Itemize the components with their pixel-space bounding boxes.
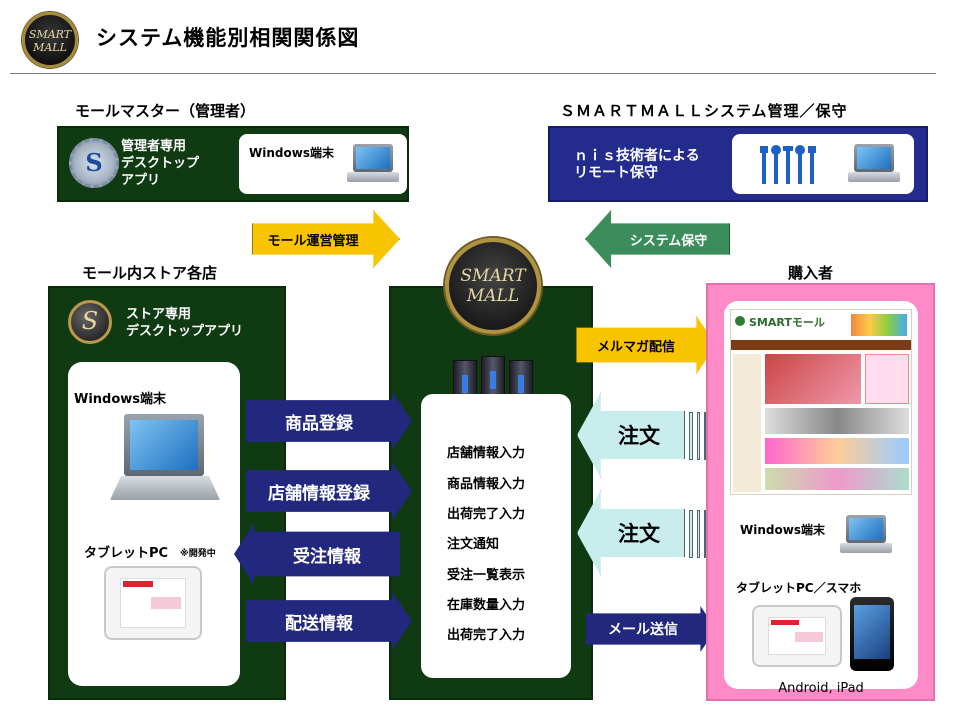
mail-mag-arrow: メルマガ配信 [576,316,716,374]
list-item: 注文通知 [447,537,500,552]
order-info-label: 受注情報 [293,546,361,567]
smartphone-icon [850,597,894,671]
mail-send-label: メール送信 [608,622,678,638]
store-reg-arrow: 店舗情報登録 [246,462,412,520]
buyer-section-label: 購入者 [788,264,834,282]
store-app-text: ストア専用 デスクトップアプリ [126,307,244,339]
tools-icon [760,144,822,186]
store-app-icon: S [68,300,112,344]
mail-send-arrow: メール送信 [586,606,716,652]
order-arrow-1: 注文 [577,392,715,478]
smartmall-server-panel: SMART MALL 店舗情報入力 商品情報入力 出荷完了入力 注文通知 受注一… [389,238,593,700]
system-maint-arrow: システム保守 [585,210,730,268]
store-reg-label: 店舗情報登録 [268,483,370,504]
mail-mag-label: メルマガ配信 [596,339,675,355]
ship-info-arrow: 配送情報 [246,592,412,650]
ship-info-label: 配送情報 [285,613,353,634]
logo-text-line2: MALL [33,41,67,54]
gear-icon: S [69,138,119,188]
center-logo: SMART MALL [445,238,541,334]
site-name: SMARTモール [749,316,825,329]
logo-text-line1: SMART [28,28,72,41]
system-admin-label: ＳＭＡＲＴＭＡＬＬシステム管理／保守 [560,102,848,120]
buyer-devices-card: SMARTモール Windows端末 タブレットPC／スマホ Androi [724,301,918,696]
buyer-panel: SMARTモール Windows端末 タブレットPC／スマホ Androi [706,283,935,701]
store-devices-card: Windows端末 タブレットPC ※開発中 [68,362,240,686]
order-arrow-2: 注文 [577,490,715,576]
list-item: 出荷完了入力 [447,628,526,643]
store-windows-label: Windows端末 [74,392,167,407]
list-item: 出荷完了入力 [447,507,526,522]
order-label-1: 注文 [618,424,660,448]
tablet-icon [104,566,202,640]
system-admin-box: ｎｉｓ技術者による リモート保守 [548,126,928,202]
mall-master-box: S 管理者専用 デスクトップ アプリ Windows端末 [57,126,409,202]
page-title: システム機能別相関関係図 [96,26,360,50]
maintenance-device-card [732,134,914,194]
store-section-label: モール内ストア各店 [82,264,218,282]
list-item: 在庫数量入力 [447,598,526,613]
tablet-icon [752,605,842,667]
title-divider [10,73,936,74]
shop-site-screenshot: SMARTモール [730,309,912,495]
order-label-2: 注文 [618,522,660,546]
product-reg-label: 商品登録 [285,413,353,434]
admin-windows-label: Windows端末 [249,146,334,160]
center-logo-line1: SMART [460,266,526,286]
list-item: 店舗情報入力 [447,446,526,461]
mall-ops-label: モール運営管理 [267,233,359,249]
laptop-icon [848,144,900,186]
store-tablet-label: タブレットPC [84,546,169,561]
list-item: 商品情報入力 [447,477,526,492]
laptop-icon [840,515,892,555]
mall-ops-arrow: モール運営管理 [252,210,400,268]
laptop-icon [110,414,220,506]
list-item: 受注一覧表示 [447,568,526,583]
laptop-icon [347,144,399,186]
mall-master-label: モールマスター（管理者） [75,102,256,120]
buyer-tablet-label: タブレットPC／スマホ [736,581,862,595]
order-info-arrow: 受注情報 [234,523,400,585]
remote-maintenance-text: ｎｉｓ技術者による リモート保守 [574,148,700,181]
os-label: Android, iPad [778,681,864,696]
system-maint-label: システム保守 [629,233,708,249]
admin-device-card: Windows端末 [239,134,407,194]
dev-note: ※開発中 [180,549,216,559]
product-reg-arrow: 商品登録 [246,392,412,450]
admin-app-text: 管理者専用 デスクトップ アプリ [121,139,200,188]
smartmall-logo: SMART MALL [22,12,78,68]
buyer-windows-label: Windows端末 [740,523,825,537]
center-logo-line2: MALL [466,286,520,306]
function-list-card: 店舗情報入力 商品情報入力 出荷完了入力 注文通知 受注一覧表示 在庫数量入力 … [421,394,571,678]
